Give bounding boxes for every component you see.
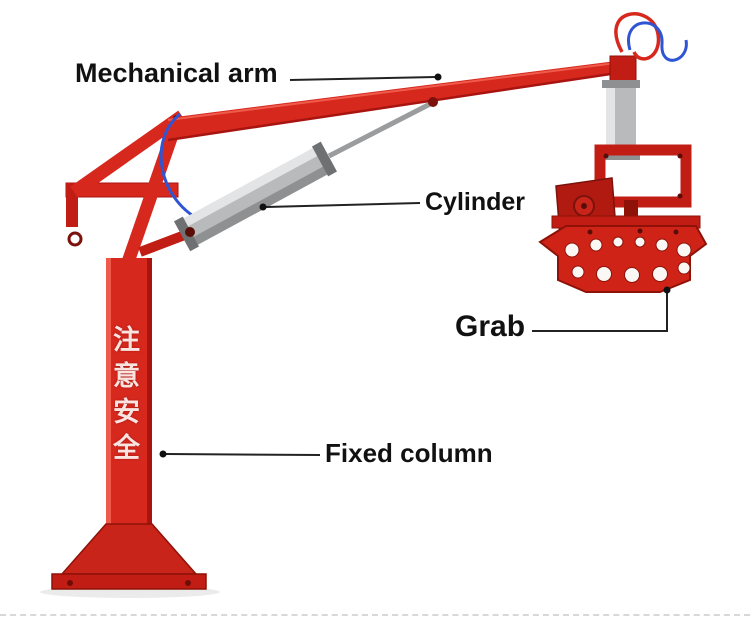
column-safety-text: 注意安全 (109, 325, 139, 469)
mechanical-arm-beam (167, 60, 625, 142)
fixed-column-label: Fixed column (325, 438, 493, 468)
column-base (51, 523, 207, 590)
bottom-dashed-divider (0, 614, 750, 616)
arm-end-bracket (609, 55, 637, 85)
grab-leader (532, 286, 671, 332)
mechanical-arm-label: Mechanical arm (75, 58, 278, 88)
mechanical-arm-leader (289, 73, 442, 81)
grab-label: Grab (455, 310, 526, 343)
grab-holes (564, 236, 692, 283)
head-truss (65, 110, 192, 265)
piston-rod (185, 97, 438, 237)
fixed-column-leader (159, 450, 321, 458)
fixed-column (106, 258, 152, 538)
cylinder-label: Cylinder (425, 188, 526, 216)
air-hose-blue-left (159, 112, 201, 222)
cylinder-leader (259, 202, 421, 211)
air-hoses-right (614, 12, 688, 62)
grab-plate (538, 225, 708, 293)
pneumatic-cylinder (173, 141, 337, 252)
